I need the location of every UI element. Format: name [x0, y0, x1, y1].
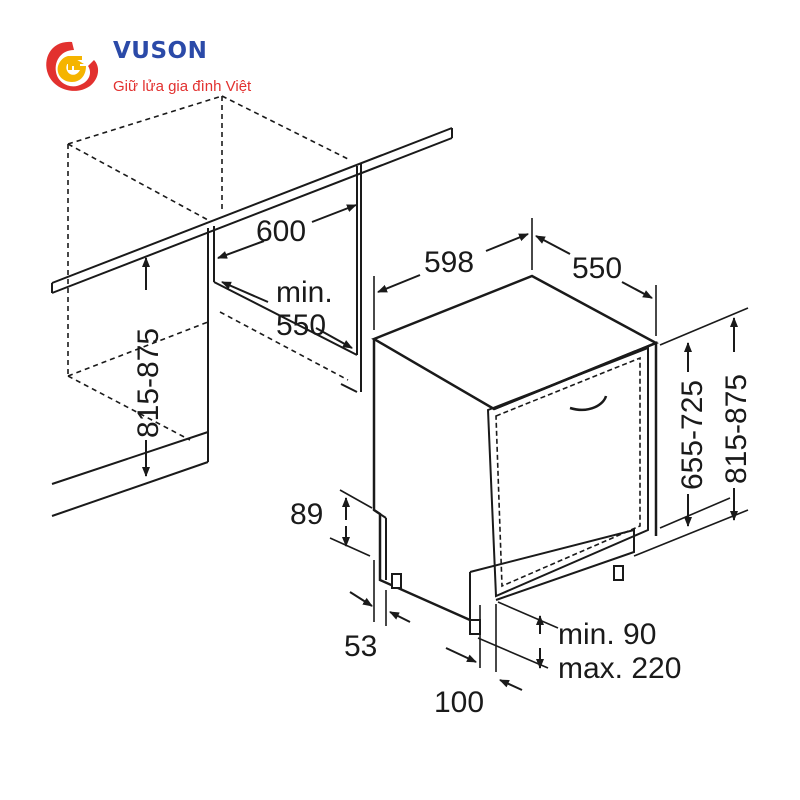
gap-min-label: min. 90: [558, 618, 656, 651]
niche-depth-label-line1: min.: [276, 276, 333, 309]
dishwasher: [371, 274, 659, 635]
foot-depth-label: 100: [434, 686, 484, 719]
unit-depth-label: 550: [572, 252, 622, 285]
plinth-height-label: 89: [290, 498, 323, 531]
door-height-label: 655-725: [676, 380, 709, 490]
cabinet-niche: [51, 95, 453, 517]
brand-name: VUSON: [113, 38, 208, 64]
plinth-offset-label: 53: [344, 630, 377, 663]
niche-width-label: 600: [256, 215, 306, 248]
niche-height-label: 815-875: [132, 328, 165, 438]
logo: VUSON Giữ lửa gia đình Việt: [38, 36, 278, 106]
unit-width-label: 598: [424, 246, 474, 279]
niche-dimension-lines: [142, 204, 357, 477]
brand-tagline: Giữ lửa gia đình Việt: [113, 78, 252, 95]
unit-dimension-lines: [342, 233, 738, 691]
unit-height-label: 815-875: [720, 374, 753, 484]
unit-extension-lines: [329, 218, 749, 672]
gap-max-label: max. 220: [558, 652, 681, 685]
logo-mark-icon: [46, 41, 99, 91]
niche-depth-label-line2: 550: [276, 309, 326, 342]
